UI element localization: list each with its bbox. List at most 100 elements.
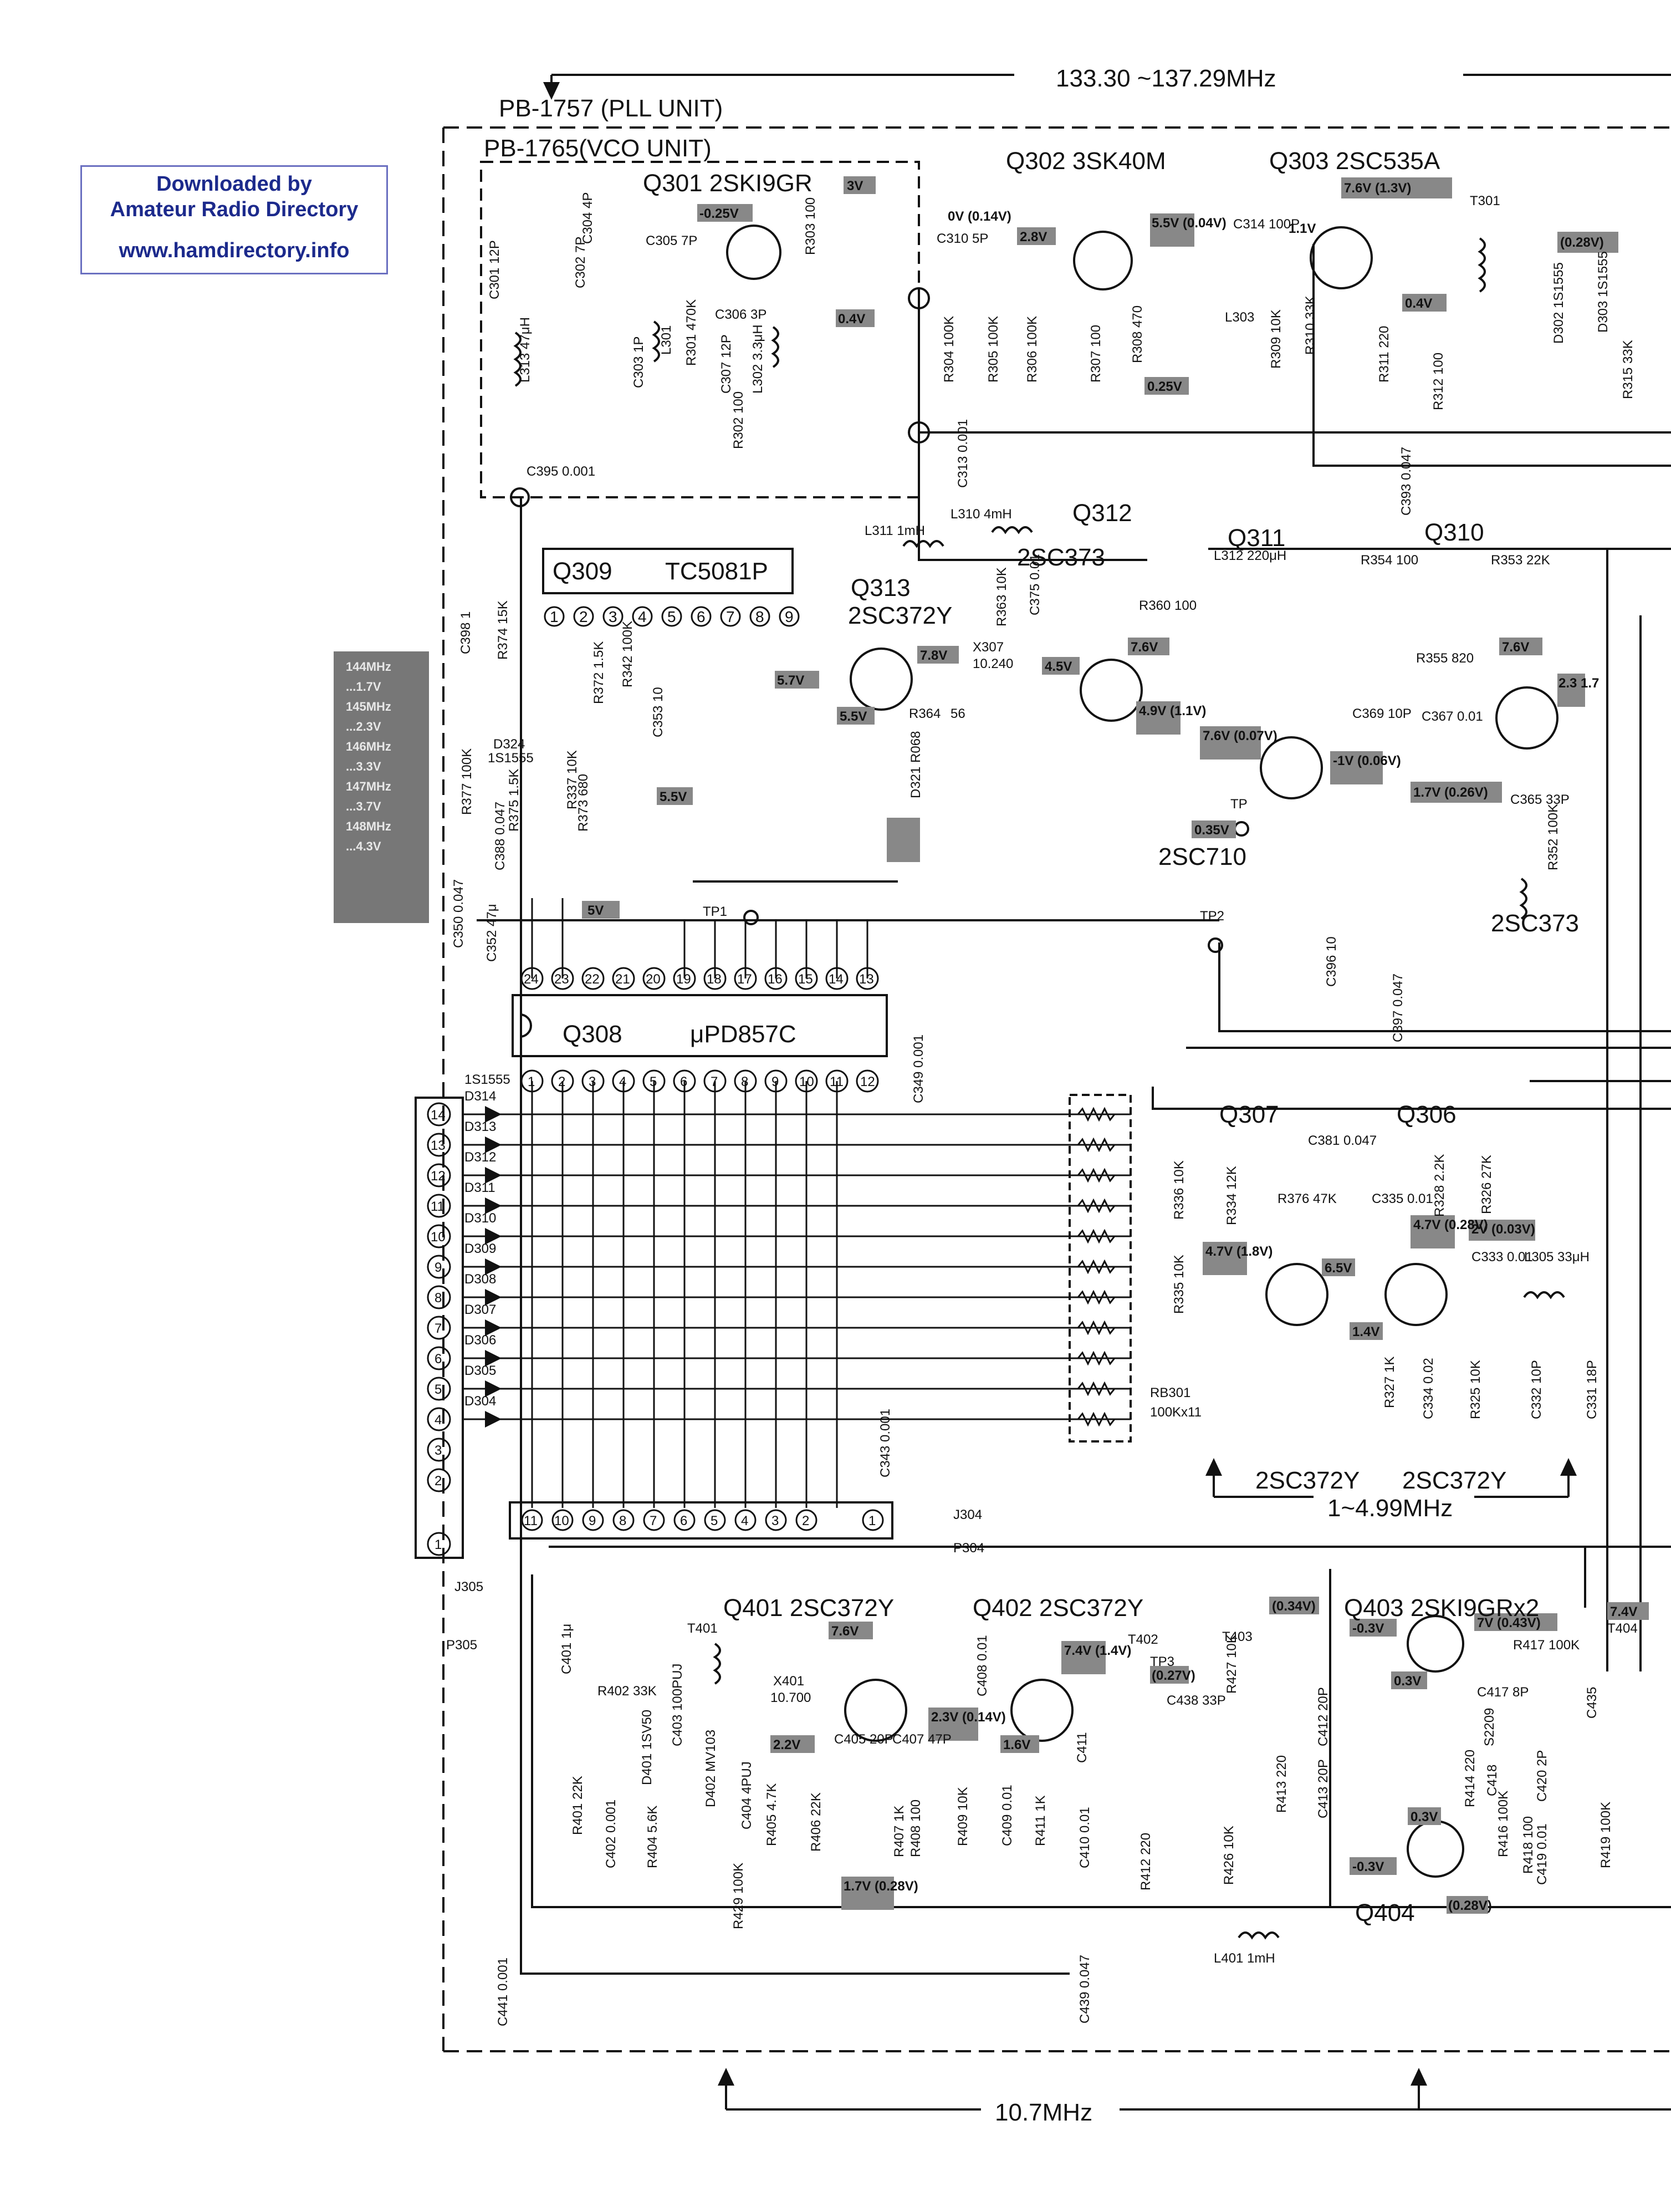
pin-number: 5 <box>711 1513 718 1528</box>
pin-number: 3 <box>771 1513 779 1528</box>
transistor-symbols <box>510 225 1558 1878</box>
arrowhead-mid-left <box>1205 1458 1222 1476</box>
q306-label: Q306 <box>1397 1101 1457 1128</box>
voltage-text: 4.7V (0.28V) <box>1413 1217 1488 1232</box>
pin-number: 10 <box>431 1230 446 1245</box>
pin-circle <box>581 1069 605 1093</box>
pin-number: 4 <box>741 1513 748 1528</box>
diode-label: D309 <box>464 1241 496 1256</box>
pin-circle <box>862 1509 884 1531</box>
l311-coil <box>902 540 944 548</box>
c411-label: C411 <box>1075 1732 1090 1763</box>
table-row: ...3.3V <box>346 760 381 773</box>
voltage-box <box>1391 1671 1427 1689</box>
c302-label: C302 7P <box>573 237 588 288</box>
r402-label: R402 33K <box>597 1684 657 1699</box>
q308-bottom-pins: 1 2 3 4 5 6 7 8 9 10 11 12 <box>520 1069 879 1093</box>
r304-label: R304 100K <box>942 316 957 383</box>
r409-label: R409 10K <box>955 1787 970 1846</box>
c403-label: C403 100PUJ <box>670 1664 685 1746</box>
l313-coil <box>513 332 522 387</box>
voltage-text: 2.3V (0.14V) <box>931 1710 1006 1725</box>
pin-circle <box>673 1509 696 1531</box>
diode-symbol <box>485 1167 502 1184</box>
q302-label: Q302 3SK40M <box>1006 147 1166 175</box>
watermark-line2: Amateur Radio Directory <box>110 198 359 221</box>
pin-number: 22 <box>585 972 600 987</box>
table-row: 146MHz <box>346 740 391 753</box>
t301-label: T301 <box>1470 193 1500 208</box>
table-row: ...3.7V <box>346 799 381 813</box>
pin-circle <box>582 1509 604 1531</box>
voltage-text: 5.5V (0.04V) <box>1152 216 1227 231</box>
rail-l310 <box>918 432 1147 561</box>
voltage-text: 1.7V (0.28V) <box>844 1879 918 1894</box>
pin-number: 1 <box>868 1513 876 1528</box>
r427-label: R427 10K <box>1224 1634 1239 1694</box>
voltage-box <box>1144 377 1189 395</box>
rb301-resistors <box>1077 1107 1116 1427</box>
q402-symbol <box>1010 1679 1074 1742</box>
pin-circle <box>427 1102 451 1127</box>
voltage-box <box>1128 638 1169 655</box>
c306-label: C306 3P <box>715 307 766 322</box>
voltage-text: 7V (0.43V) <box>1477 1615 1541 1630</box>
r405-label: R405 4.7K <box>764 1783 779 1846</box>
pin-circle <box>643 1509 665 1531</box>
pin-number: 5 <box>435 1382 442 1397</box>
pin-circle <box>856 967 879 990</box>
diode-label: D304 <box>464 1394 496 1409</box>
pin-number: 3 <box>435 1443 442 1458</box>
q312-label: Q312 <box>1072 500 1132 527</box>
d401-label: D401 1SV50 <box>640 1710 655 1785</box>
pin-number: 14 <box>431 1108 446 1123</box>
q311-symbol <box>1080 659 1143 722</box>
c409-label: C409 0.01 <box>1000 1785 1015 1846</box>
q313-part: 2SC372Y <box>848 602 952 629</box>
rb301-label: RB301 <box>1150 1385 1190 1400</box>
voltage-box <box>1408 1807 1441 1825</box>
pin-number: 2 <box>579 608 588 625</box>
voltage-box <box>1269 1597 1319 1614</box>
pin-circle <box>573 606 594 627</box>
r401-label: R401 22K <box>570 1776 585 1835</box>
r375-label: R375 1.5K <box>507 769 522 832</box>
voltage-highlights <box>582 176 1649 1914</box>
voltage-box <box>775 671 819 689</box>
pin-number: 15 <box>798 972 813 987</box>
pin-circle <box>427 1438 451 1462</box>
diode-symbol <box>485 1380 502 1397</box>
pin-circle <box>795 967 818 990</box>
r408-label: R408 100 <box>908 1800 923 1857</box>
pin-circle <box>427 1316 451 1340</box>
resistor <box>1077 1411 1116 1427</box>
l311-label: L311 1mH <box>865 523 925 538</box>
voltage-text: 0V (0.14V) <box>948 209 1011 224</box>
voltage-text: 0.35V <box>1194 823 1229 838</box>
voltage-box <box>1150 213 1194 247</box>
vco-unit-label: PB-1765(VCO UNIT) <box>484 135 712 162</box>
c420-label: C420 2P <box>1535 1750 1550 1802</box>
pin-circle <box>551 1069 574 1093</box>
l302-label: L302 3.3μH <box>750 324 765 394</box>
d314-part: 1S1555 <box>464 1072 510 1087</box>
voltage-text: 1.7V (0.26V) <box>1413 785 1488 800</box>
voltage-text: -0.25V <box>699 206 739 221</box>
voltage-text: (0.34V) <box>1272 1599 1316 1614</box>
c388-label: C388 0.047 <box>493 802 508 870</box>
pin-number: 16 <box>768 972 783 987</box>
c395-label: C395 0.001 <box>527 464 595 479</box>
diode-symbol <box>485 1411 502 1428</box>
resistor <box>1077 1107 1116 1122</box>
r419-label: R419 100K <box>1598 1802 1613 1868</box>
voltage-text: 2V (0.03V) <box>1471 1222 1535 1237</box>
pin-number: 6 <box>697 608 706 625</box>
watermark-line3[interactable]: www.hamdirectory.info <box>119 239 350 262</box>
r342-label: R342 100K <box>620 621 635 687</box>
c396-label: C396 10 <box>1324 936 1339 987</box>
r301-label: R301 470K <box>684 299 699 366</box>
pin-number: 10 <box>554 1513 569 1528</box>
r372-label: R372 1.5K <box>591 641 606 704</box>
voltage-box <box>1557 674 1585 707</box>
c301-label: C301 12P <box>487 240 502 299</box>
